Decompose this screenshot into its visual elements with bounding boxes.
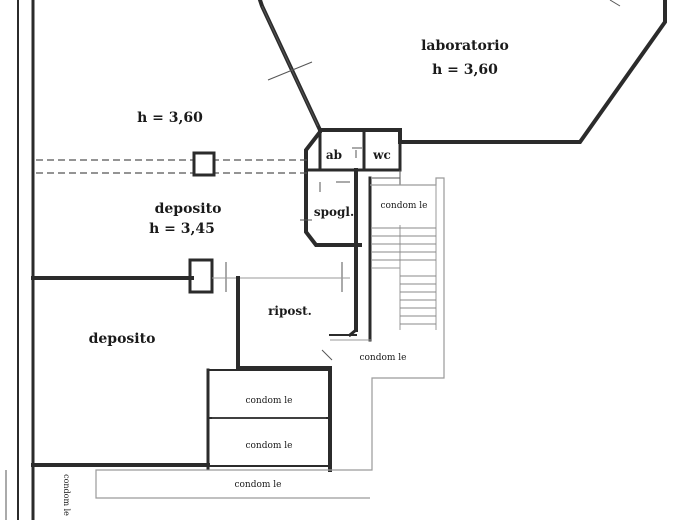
condominio-box1-label: condom le	[245, 396, 292, 406]
spogliatoio-label: spogl.	[314, 205, 354, 219]
deposito-lower-label: deposito	[89, 331, 156, 347]
deposito-upper-height: h = 3,45	[149, 221, 215, 237]
condominio-box2-label: condom le	[245, 441, 292, 451]
service-block-walls	[300, 128, 402, 342]
deposito-upper-label: deposito	[155, 201, 222, 217]
riposto-walls	[321, 334, 357, 472]
riposto-label: ripost.	[268, 304, 312, 318]
pillars	[188, 151, 343, 294]
laboratorio-height: h = 3,60	[432, 62, 498, 78]
condominio-boxes	[206, 368, 331, 470]
condominio-stair-label: condom le	[380, 201, 427, 211]
beam-dashed-lines	[36, 159, 310, 174]
antibagno-label: ab	[326, 148, 342, 162]
wc-label: wc	[372, 148, 391, 162]
condominio-corridor-label: condom le	[234, 480, 281, 490]
top-left-height: h = 3,60	[137, 110, 203, 126]
condominio-vertical-label: condom le	[62, 474, 71, 516]
condominio-stair	[95, 177, 445, 499]
condominio-landing-label: condom le	[359, 353, 406, 363]
stair-treads	[372, 227, 436, 325]
deposito-walls	[31, 276, 350, 467]
laboratorio-label: laboratorio	[421, 38, 509, 54]
left-boundary-walls	[5, 0, 35, 520]
